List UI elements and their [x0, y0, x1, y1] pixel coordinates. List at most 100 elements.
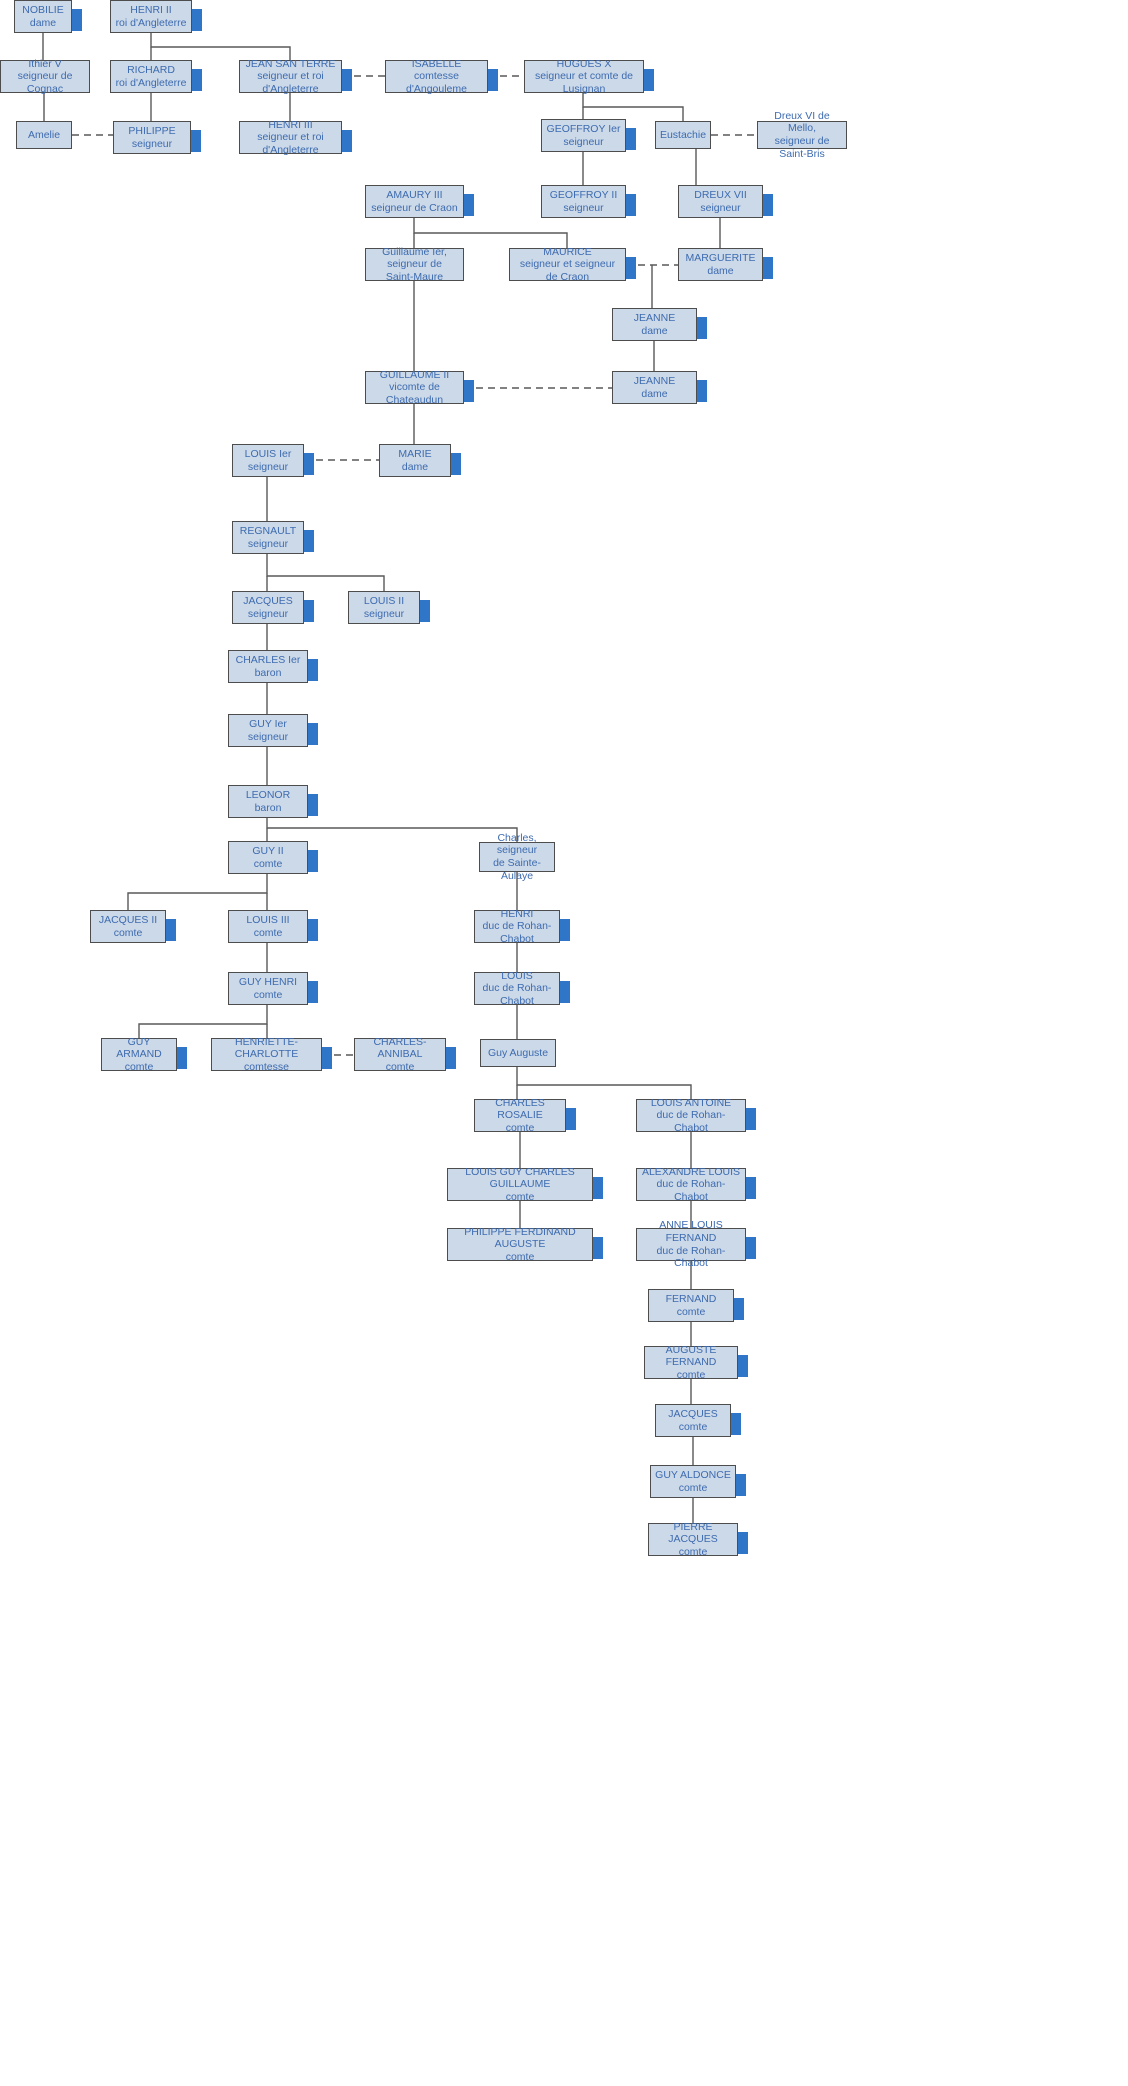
- person-title: seigneur: [563, 201, 604, 214]
- person-name: Guillaume Ier, seigneur de: [382, 245, 447, 271]
- person-name: HENRI III: [268, 118, 313, 131]
- person-title: seigneur et roi d'Angleterre: [257, 131, 324, 156]
- person-name: JEANNE: [633, 311, 676, 324]
- person-name: ISABELLE: [411, 57, 462, 70]
- person-name: HUGUES X: [556, 57, 612, 70]
- person-title: seigneur: [131, 137, 173, 150]
- person-name: Amelie: [27, 128, 61, 141]
- person-title: seigneur: [247, 730, 289, 743]
- person-title: comte: [385, 1060, 415, 1073]
- person-name: REGNAULT: [239, 524, 297, 537]
- edge-descent: [266, 554, 385, 591]
- person-title: seigneur et comte de Lusignan: [534, 70, 634, 95]
- person-title: comte: [505, 1250, 535, 1263]
- person-name: CHARLES ROSALIE: [495, 1096, 545, 1122]
- person-name: Ithier V: [28, 57, 62, 70]
- person-name: GUY Ier: [249, 717, 287, 730]
- person-title: comte: [505, 1190, 535, 1203]
- person-name: ALEXANDRE LOUIS: [641, 1165, 741, 1178]
- person-title: seigneur: [700, 201, 741, 214]
- person-name: LOUIS ANTOINE: [650, 1096, 732, 1109]
- person-title: seigneur: [247, 537, 289, 550]
- person-title: comte: [253, 926, 283, 939]
- person-title: comte: [113, 926, 143, 939]
- person-name: GUILLAUME II: [379, 368, 450, 381]
- person-node[interactable]: Guy Auguste: [480, 1039, 556, 1067]
- person-title: comte: [505, 1121, 535, 1134]
- person-node[interactable]: Amelie: [16, 121, 72, 149]
- person-title: dame: [29, 16, 57, 29]
- person-title: comte: [678, 1420, 708, 1433]
- person-name: DREUX VII: [694, 188, 747, 201]
- person-title: comte: [253, 857, 283, 870]
- person-title: comte: [676, 1368, 706, 1381]
- person-title: duc de Rohan-Chabot: [656, 1109, 726, 1134]
- person-node[interactable]: Eustachie: [655, 121, 711, 149]
- person-title: seigneur de Craon: [371, 201, 458, 214]
- person-node[interactable]: Dreux VI de Mello,seigneur de Saint-Bris: [757, 110, 847, 160]
- person-name: GEOFFROY Ier: [546, 122, 621, 135]
- person-name: Charles, seigneur: [496, 831, 538, 857]
- person-name: LOUIS: [501, 969, 533, 982]
- person-name: RICHARD: [127, 63, 175, 76]
- person-name: LOUIS III: [246, 913, 290, 926]
- person-name: JACQUES: [668, 1407, 718, 1420]
- person-title: seigneur: [563, 135, 604, 148]
- person-title: vicomte de Chateaudun: [385, 381, 444, 406]
- person-name: GUY HENRI: [238, 975, 298, 988]
- person-name: JACQUES: [243, 594, 293, 607]
- edge-descent: [413, 218, 568, 248]
- person-name: AMAURY III: [386, 188, 443, 201]
